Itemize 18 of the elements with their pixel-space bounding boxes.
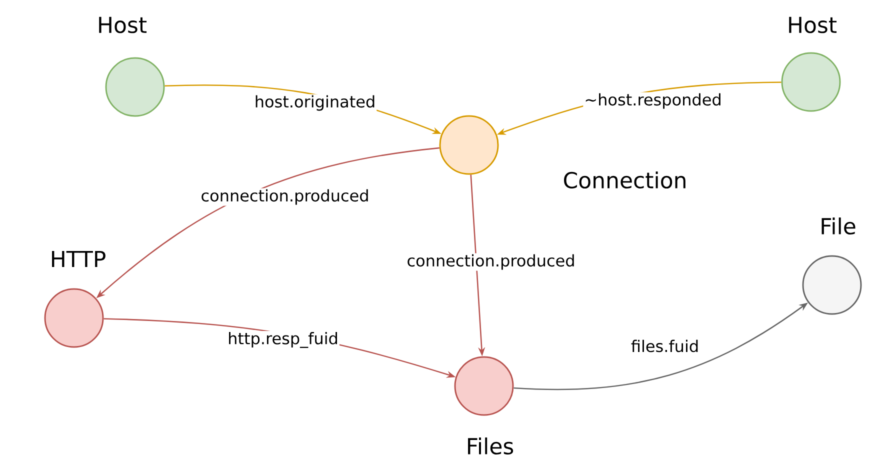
node-label: Host [99,16,147,34]
edge-label: files.fuid [630,338,700,354]
circle-node: Host [99,16,165,117]
circle-node: Host [781,16,841,112]
edge-label: host.originated [253,94,377,112]
node-label: HTTP [52,250,106,268]
circle-node: HTTP [44,250,106,348]
node-label: Connection [564,171,686,189]
circle-node: Files [454,356,514,454]
edge-label: http.resp_fuid [226,331,340,349]
circle-node: File [802,217,862,315]
node-label: Host [789,16,837,34]
node-label: Files [468,437,514,455]
edge-label: connection.produced [406,253,576,271]
circle-node: Connection [439,115,686,188]
node-label: File [822,217,856,235]
edge-label: ~host.responded [583,92,723,110]
edge-label: connection.produced [200,188,370,206]
